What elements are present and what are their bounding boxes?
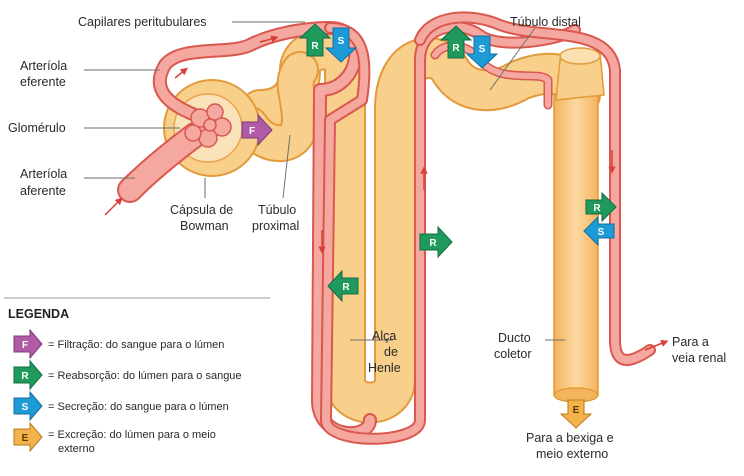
reabsorption-arrow-descending: R: [327, 269, 359, 303]
svg-text:S: S: [22, 402, 29, 413]
label-glomerulo: Glomérulo: [8, 121, 66, 135]
svg-text:R: R: [429, 238, 437, 249]
svg-text:R: R: [593, 203, 601, 214]
svg-text:E: E: [573, 405, 580, 416]
legend-item-reabsorcao: R = Reabsorção: do lúmen para o sangue: [13, 359, 242, 391]
label-veia-2: veia renal: [672, 351, 726, 365]
svg-text:= Secreção: do sangue para o l: = Secreção: do sangue para o lúmen: [48, 401, 229, 413]
label-ducto-2: coletor: [494, 347, 532, 361]
label-capilares: Capilares peritubulares: [78, 15, 207, 29]
legend-item-excrecao: E = Excreção: do lúmen para o meio exter…: [13, 421, 216, 455]
glomerulus: [184, 103, 232, 148]
collecting-duct: [553, 47, 605, 403]
label-veia-1: Para a: [672, 335, 709, 349]
svg-text:S: S: [479, 44, 486, 55]
reabsorption-arrow-ascending: R: [419, 225, 453, 259]
legend-item-filtracao: F = Filtração: do sangue para o lúmen: [13, 328, 224, 360]
label-tubulo-proximal-2: proximal: [252, 219, 299, 233]
svg-text:= Excreção: do lúmen para o me: = Excreção: do lúmen para o meio: [48, 429, 216, 441]
label-bexiga-1: Para a bexiga e: [526, 431, 614, 445]
secretion-arrow-duct: S: [583, 215, 615, 247]
svg-text:F: F: [249, 126, 255, 137]
svg-text:S: S: [598, 227, 605, 238]
filtration-arrow: F: [241, 113, 273, 147]
svg-text:E: E: [22, 433, 29, 444]
label-arteriola-aferente-2: aferente: [20, 184, 66, 198]
label-capsula-1: Cápsula de: [170, 203, 233, 217]
svg-text:R: R: [21, 371, 29, 382]
svg-text:externo: externo: [58, 443, 95, 455]
legend-title: LEGENDA: [8, 307, 69, 321]
label-alca-1: Alça: [372, 329, 396, 343]
label-bexiga-2: meio externo: [536, 447, 608, 461]
label-tubulo-proximal-1: Túbulo: [258, 203, 296, 217]
flow-arrows: [104, 35, 669, 351]
svg-text:= Reabsorção: do lúmen para o: = Reabsorção: do lúmen para o sangue: [48, 370, 242, 382]
svg-text:R: R: [342, 282, 350, 293]
legend-item-secrecao: S = Secreção: do sangue para o lúmen: [13, 390, 229, 422]
label-ducto-1: Ducto: [498, 331, 531, 345]
svg-text:= Filtração: do sangue para o: = Filtração: do sangue para o lúmen: [48, 339, 224, 351]
reabsorption-arrow-distal: R: [439, 25, 473, 59]
svg-text:R: R: [452, 43, 460, 54]
legend: LEGENDA F = Filtração: do sangue para o …: [4, 297, 270, 455]
label-alca-2: de: [384, 345, 398, 359]
reabsorption-arrow-duct: R: [585, 191, 617, 223]
secretion-arrow-distal: S: [465, 35, 499, 69]
label-arteriola-aferente-1: Arteríola: [20, 167, 67, 181]
label-alca-3: Henle: [368, 361, 401, 375]
leader-lines: [84, 21, 565, 341]
reabsorption-arrow-top: R: [298, 23, 332, 57]
svg-text:S: S: [338, 36, 345, 47]
label-capsula-2: Bowman: [180, 219, 229, 233]
excretion-arrow: E: [559, 399, 593, 429]
svg-text:R: R: [311, 41, 319, 52]
label-arteriola-eferente-1: Arteríola: [20, 59, 67, 73]
secretion-arrow-top: S: [324, 27, 358, 63]
label-tubulo-distal: Túbulo distal: [510, 15, 581, 29]
label-arteriola-eferente-2: eferente: [20, 75, 66, 89]
svg-text:F: F: [22, 340, 28, 351]
